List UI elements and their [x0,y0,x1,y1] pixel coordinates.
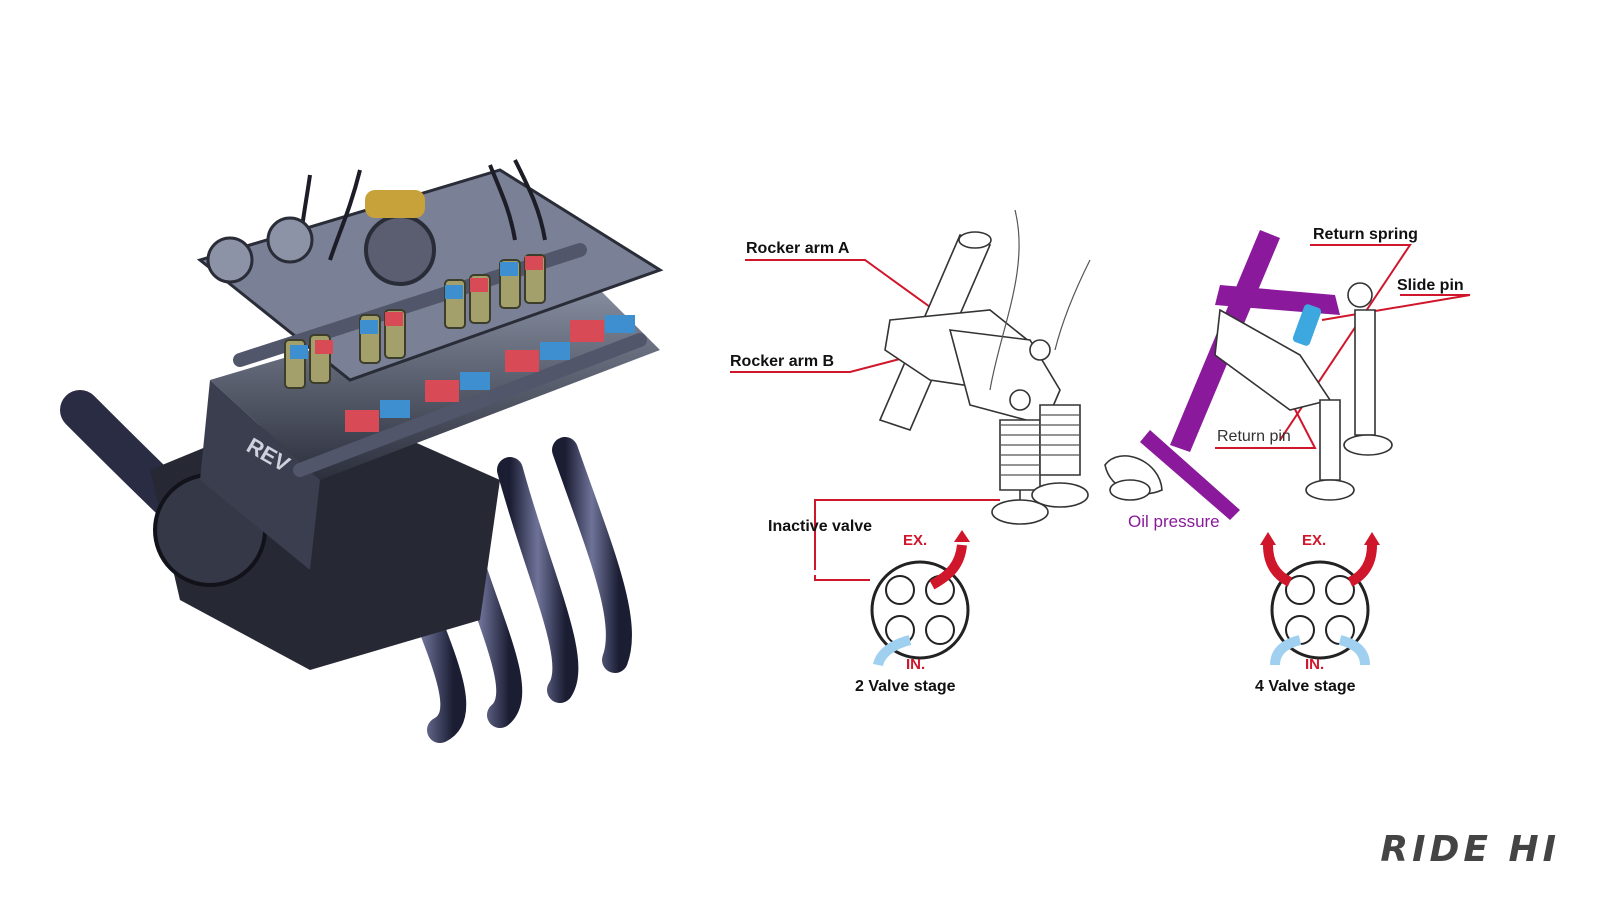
label-oil-pressure: Oil pressure [1128,512,1220,531]
two-valve-caption: 2 Valve stage [855,678,956,695]
label-return-spring: Return spring [1313,226,1418,243]
four-valve-port-diagram [1260,532,1380,666]
four-valve-in-label: IN. [1305,656,1325,673]
engine-cutaway-illustration: REV [60,159,664,743]
two-valve-in-label: IN. [906,656,926,673]
label-return-pin: Return pin [1217,428,1291,445]
label-rocker-arm-b: Rocker arm B [730,353,835,370]
slide-pin-assembly [1104,230,1393,520]
valve-mechanism-drawing [730,209,1471,667]
four-valve-caption: 4 Valve stage [1255,678,1356,695]
two-valve-ex-label: EX. [903,532,928,549]
label-rocker-arm-a: Rocker arm A [746,240,850,257]
leader-lines [730,244,1471,581]
revc-valve-diagram: Rocker arm A Rocker arm B Inactive valve… [700,190,1580,750]
ride-hi-logo: RIDE HI [1380,829,1560,870]
rocker-arm-assembly [878,231,1089,525]
label-inactive-valve: Inactive valve [768,518,873,535]
label-slide-pin: Slide pin [1397,277,1464,294]
four-valve-ex-label: EX. [1302,532,1327,549]
two-valve-port-diagram [870,530,970,667]
